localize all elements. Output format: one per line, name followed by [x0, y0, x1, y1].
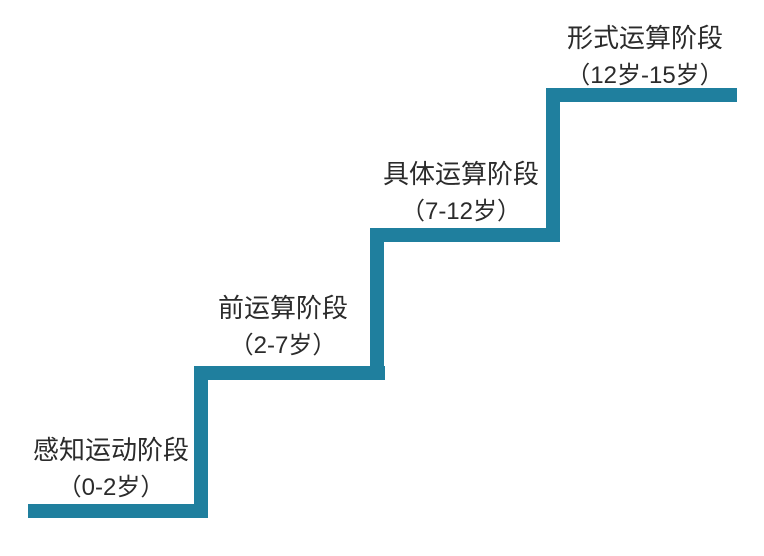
stage-label-preoperational: 前运算阶段 （2-7岁）	[173, 290, 393, 364]
stage-age-range: （12岁-15岁）	[566, 62, 724, 89]
stage-label-formal-operational: 形式运算阶段 （12岁-15岁）	[533, 20, 757, 94]
stair-riser-3	[546, 88, 560, 242]
stage-age-range: （0-2岁）	[57, 474, 165, 501]
stair-riser-1	[194, 366, 208, 518]
stage-name: 具体运算阶段	[382, 159, 539, 189]
stair-tread-3	[370, 228, 560, 242]
stage-label-concrete-operational: 具体运算阶段 （7-12岁）	[351, 156, 571, 230]
stage-name: 前运算阶段	[217, 293, 348, 323]
stage-age-range: （2-7岁）	[229, 332, 337, 359]
stair-tread-1	[28, 504, 208, 518]
stair-tread-2	[194, 366, 385, 380]
stair-tread-4	[546, 88, 737, 102]
stage-name: 感知运动阶段	[32, 435, 189, 465]
stair-riser-2	[370, 228, 384, 380]
stage-age-range: （7-12岁）	[400, 198, 522, 225]
stage-label-sensorimotor: 感知运动阶段 （0-2岁）	[6, 432, 216, 506]
stage-name: 形式运算阶段	[566, 23, 723, 53]
